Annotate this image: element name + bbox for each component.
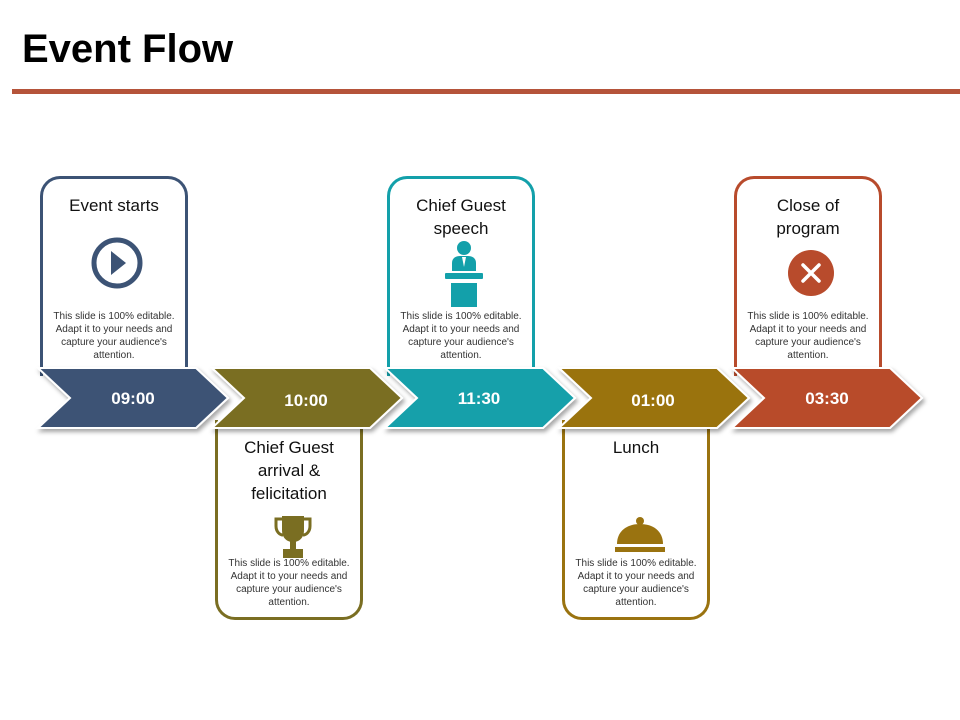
chevron-step-2 [209, 367, 404, 429]
step-description: This slide is 100% editable. Adapt it to… [228, 558, 350, 608]
chevron-step-1 [35, 367, 230, 429]
step-title: Chief Guest speech [416, 196, 506, 238]
step-title: Close of program [776, 196, 840, 238]
step-description: This slide is 100% editable. Adapt it to… [400, 311, 522, 361]
chevron-step-5 [729, 367, 924, 429]
chevron-step-4 [556, 367, 751, 429]
step-description: This slide is 100% editable. Adapt it to… [53, 311, 175, 361]
title-underline [12, 89, 960, 94]
food-cloche-icon [614, 516, 666, 556]
step-time-label: 09:00 [111, 389, 155, 408]
slide-title: Event Flow [22, 27, 234, 71]
step-card-event-starts: Event starts This slide is 100% editable… [40, 176, 188, 376]
step-time-label: 11:30 [457, 389, 501, 408]
step-time-label: 01:00 [631, 391, 675, 410]
step-title: Lunch [612, 438, 660, 457]
step-card-lunch: Lunch This slide is 100% editable. Adapt… [562, 420, 710, 620]
step-time-label: 10:00 [284, 391, 328, 410]
step-card-chief-guest-speech: Chief Guest speech This slide is 100% ed… [387, 176, 535, 376]
trophy-icon [273, 514, 313, 560]
speaker-podium-icon [444, 241, 484, 309]
step-card-close-of-program: Close of program This slide is 100% edit… [734, 176, 882, 376]
close-circle-icon [787, 249, 835, 297]
step-description: This slide is 100% editable. Adapt it to… [747, 311, 869, 361]
step-time-label: 03:30 [805, 389, 849, 408]
chevron-step-3 [382, 367, 577, 429]
play-icon [90, 236, 144, 290]
step-title: Chief Guest arrival & felicitation [244, 438, 334, 503]
step-description: This slide is 100% editable. Adapt it to… [575, 558, 697, 608]
step-title: Event starts [69, 196, 159, 215]
step-card-chief-guest-arrival: Chief Guest arrival & felicitation This … [215, 420, 363, 620]
